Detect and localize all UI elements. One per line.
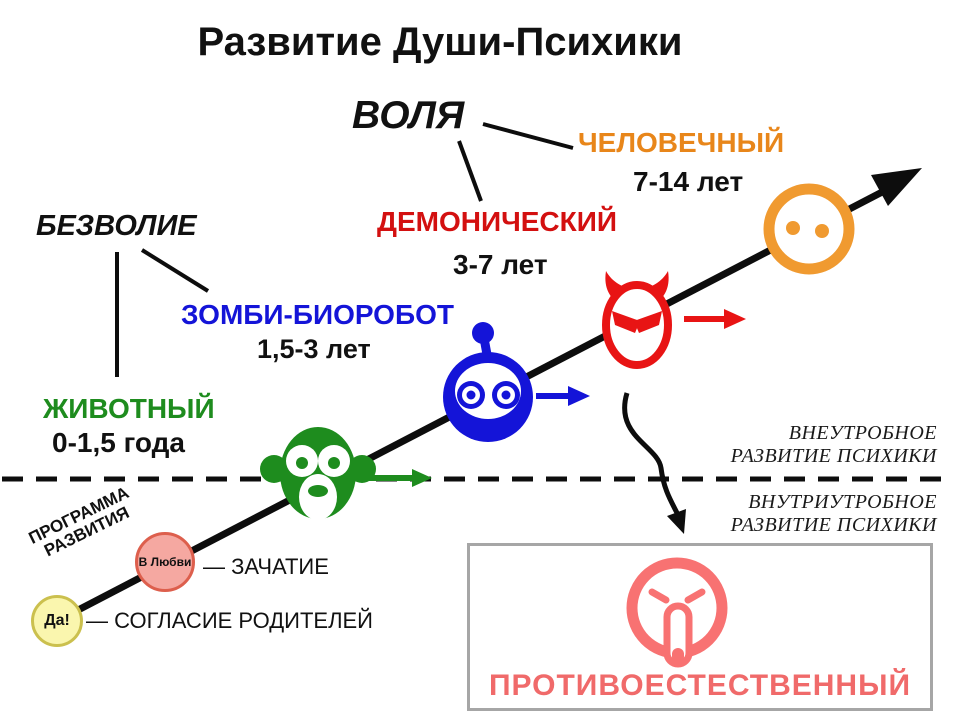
prenatal-zone-line1: ВНУТРИУТРОБНОЕ [748,491,937,513]
unnatural-face-icon [626,557,728,668]
stage-age-demonic: 3-7 лет [453,249,548,280]
conception-label: — ЗАЧАТИЕ [203,554,329,579]
prenatal-zone-line2: РАЗВИТИЕ ПСИХИКИ [730,514,937,536]
animal-stage-arrow [364,469,432,487]
consent-label: — СОГЛАСИЕ РОДИТЕЛЕЙ [86,608,373,633]
postnatal-zone-line1: ВНЕУТРОБНОЕ [788,422,937,444]
prenatal-zone-label: ВНУТРИУТРОБНОЕ РАЗВИТИЕ ПСИХИКИ [617,491,937,537]
unnatural-stage-label: ПРОТИВОЕСТЕСТВЕННЫЙ [488,669,912,702]
stage-age-humane: 7-14 лет [633,166,744,197]
conception-badge: В Любви [135,532,195,592]
stage-name-demonic: ДЕМОНИЧЕСКИЙ [377,206,617,237]
stage-name-humane: ЧЕЛОВЕЧНЫЙ [578,127,785,158]
postnatal-zone-line2: РАЗВИТИЕ ПСИХИКИ [730,445,937,467]
stage-age-animal: 0-1,5 года [52,427,185,458]
fall-curved-arrow [622,392,686,534]
stage-name-zombie: ЗОМБИ-БИОРОБОТ [181,299,454,330]
robot-icon [443,322,533,442]
page-title: Развитие Души-Психики [197,20,683,64]
willlessness-connector-lines [115,248,210,377]
postnatal-zone-label: ВНЕУТРОБНОЕ РАЗВИТИЕ ПСИХИКИ [617,422,937,468]
willlessness-label: БЕЗВОЛИЕ [36,210,197,242]
demonic-stage-arrow [684,309,746,329]
will-connector-lines [457,122,574,202]
zombie-stage-arrow [536,386,590,406]
stage-age-zombie: 1,5-3 лет [257,334,371,364]
will-label: ВОЛЯ [352,94,465,137]
human-face-icon [763,183,855,275]
devil-icon [602,271,672,369]
consent-badge: Да! [31,595,83,647]
stage-name-animal: ЖИВОТНЫЙ [43,393,215,424]
